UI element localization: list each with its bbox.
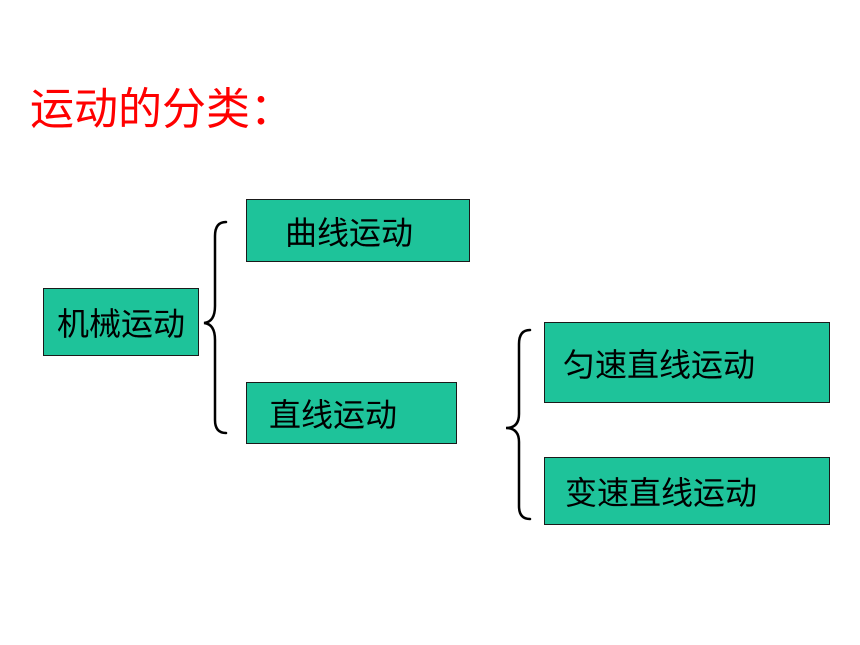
node-uniform-linear-motion: 匀速直线运动 [544,322,830,403]
node-curvilinear-motion: 曲线运动 [246,199,470,262]
brace-left [203,220,228,435]
node-mechanical-motion: 机械运动 [43,288,199,356]
node-curvilinear-motion-label: 曲线运动 [285,213,414,252]
node-mechanical-motion-label: 机械运动 [56,305,185,343]
node-linear-motion: 直线运动 [246,382,457,444]
node-variable-linear-motion: 变速直线运动 [544,457,830,525]
brace-right [505,328,532,521]
node-variable-linear-motion-label: 变速直线运动 [565,474,758,512]
node-linear-motion-label: 直线运动 [269,396,398,434]
node-uniform-linear-motion-label: 匀速直线运动 [563,345,756,384]
slide-title: 运动的分类： [30,84,294,135]
